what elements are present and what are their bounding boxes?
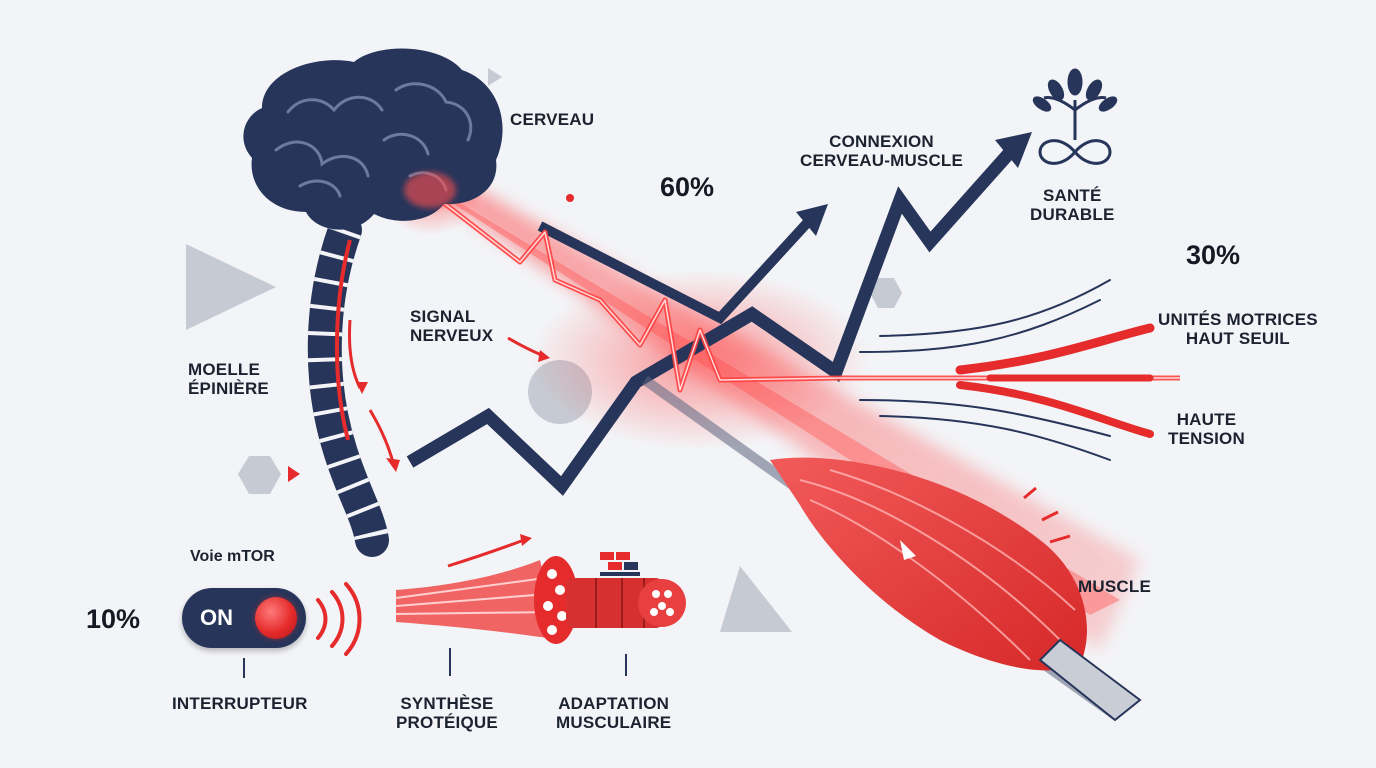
mtor-label: Voie mTOR <box>190 548 275 565</box>
cerveau-label: CERVEAU <box>510 110 595 129</box>
signal-label: SIGNAL NERVEUX <box>410 307 494 346</box>
main-trend-arrow <box>406 145 1017 496</box>
synthese-label: SYNTHÈSE PROTÉIQUE <box>396 694 498 733</box>
adaptation-label: ADAPTATION MUSCULAIRE <box>556 694 672 733</box>
toggle-state-label: ON <box>200 605 233 630</box>
moelle-label: MOELLE ÉPINIÈRE <box>188 360 269 399</box>
mtor-toggle[interactable]: ON <box>182 588 306 648</box>
spinal-cord <box>307 213 400 557</box>
sante-label: SANTÉ DURABLE <box>1030 186 1115 225</box>
toggle-knob <box>255 597 297 639</box>
tree-infinity-icon <box>1032 68 1118 165</box>
muscle-illustration <box>770 457 1142 722</box>
triangle-shape <box>186 244 276 330</box>
secondary-trend-arrow <box>537 218 812 325</box>
protein-fiber-bundle <box>395 534 686 644</box>
mtor-percentage: 10% <box>86 604 141 634</box>
brick-icon <box>600 552 640 576</box>
small-red-dot <box>566 194 574 202</box>
interrupteur-label: INTERRUPTEUR <box>172 694 308 713</box>
tension-label: HAUTE TENSION <box>1168 410 1245 449</box>
small-red-triangle <box>288 466 300 482</box>
hexagon-shape <box>870 278 902 308</box>
muscle-arrow <box>900 540 916 560</box>
main-trend-arrowhead <box>995 132 1032 168</box>
brain-illustration <box>243 48 503 230</box>
label-connectors <box>243 648 627 678</box>
connexion-label: CONNEXION CERVEAU-MUSCLE <box>800 132 964 171</box>
spinal-arrow <box>348 319 362 389</box>
connexion-percentage: 60% <box>660 172 715 202</box>
motor-unit-lines <box>859 279 1155 461</box>
unites-label: UNITÉS MOTRICES HAUT SEUIL <box>1158 310 1318 349</box>
hexagon-shape <box>238 456 281 494</box>
toggle-waves <box>316 582 362 656</box>
decorative-shapes <box>186 68 902 632</box>
muscle-label: MUSCLE <box>1078 577 1151 596</box>
triangle-shape <box>720 566 792 632</box>
triangle-shape <box>488 68 502 86</box>
protein-arrow <box>447 538 525 568</box>
unites-percentage: 30% <box>1186 240 1241 270</box>
